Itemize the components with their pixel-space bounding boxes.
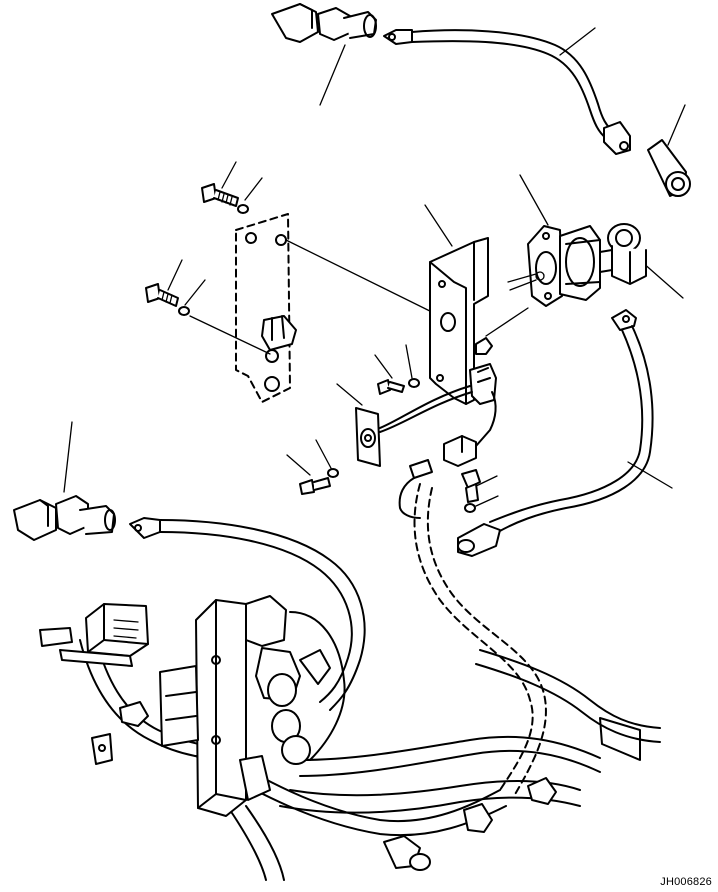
washer-lower [178,306,190,316]
bolt-lower [145,283,179,307]
junction-block [159,595,331,817]
bolt-small [299,477,331,495]
starter-solenoid [507,225,613,307]
gasket-plate [235,213,297,403]
washer-vertical [464,503,476,513]
leader-line [405,344,413,379]
leader-line [336,383,363,406]
rubber-boot [607,223,647,285]
leader-line [167,259,183,291]
washer-small [327,468,339,478]
bolt-upper [201,183,239,207]
switch-plate [355,385,473,467]
mounting-bracket [429,237,497,405]
bolt-vertical [461,469,481,503]
leader-line [319,44,346,106]
leader-line [63,421,73,493]
leader-line [667,104,686,146]
cable-top [383,29,631,155]
leader-line [641,261,684,299]
harness-clip [527,777,557,805]
leader-line [627,461,673,489]
leader-line [286,454,311,476]
leader-line [519,174,549,226]
connector-top [271,3,377,43]
leader-line [244,177,263,201]
harness-clip [383,835,431,871]
ground-cable [457,309,654,557]
wire-harness [39,483,661,881]
relay-box [59,603,149,667]
washer-upper [237,204,249,214]
bolt-mid [377,379,405,395]
terminal-cap [647,139,691,197]
leader-line [475,495,499,507]
leader-line [374,354,393,379]
leader-lines [63,27,686,507]
leader-line [424,204,453,247]
leader-line [221,161,237,189]
washer-mid [408,378,420,388]
connector-mid [398,391,497,519]
harness-clip [91,733,113,765]
connector-left [13,495,116,541]
harness-clip [463,803,493,833]
harness-clip [119,701,149,727]
drawing-code-label: JH006826 [660,876,712,888]
leader-line [184,279,206,306]
leader-line [315,439,333,471]
